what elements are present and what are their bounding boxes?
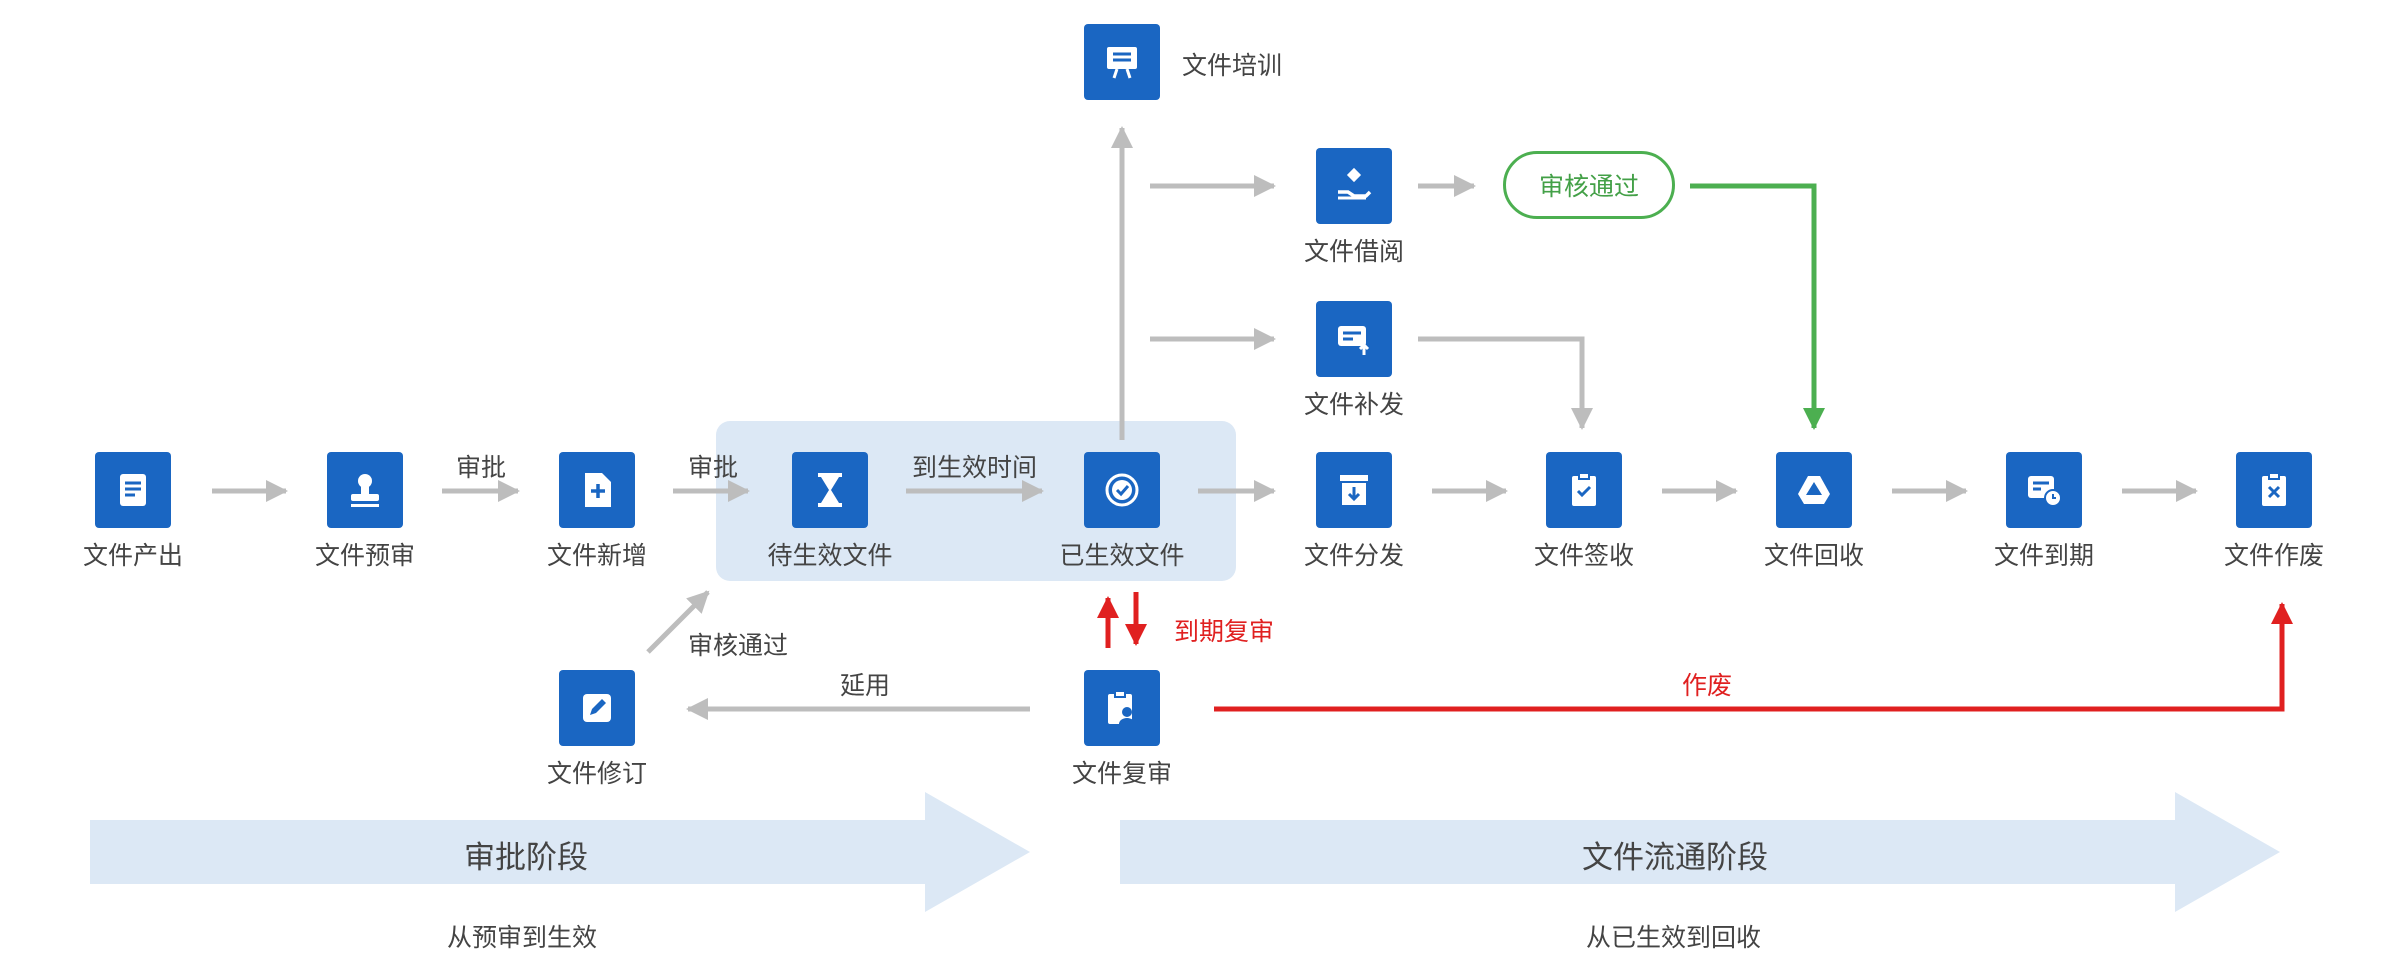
- node-add[interactable]: 文件新增: [517, 452, 677, 582]
- drive-icon: [1776, 452, 1852, 528]
- edge-pill-recycle: [1690, 183, 1825, 430]
- edge-label-approve-1: 审批: [456, 453, 507, 482]
- node-revise[interactable]: 文件修订: [517, 670, 677, 800]
- node-expire-label: 文件到期: [1993, 541, 2094, 570]
- circulation-stage-title: 文件流通阶段: [1582, 840, 1768, 876]
- node-expire[interactable]: 文件到期: [1964, 452, 2124, 582]
- pencil-icon: [559, 670, 635, 746]
- edge-rereview-void: [1214, 602, 2293, 712]
- node-distribute-label: 文件分发: [1303, 541, 1404, 570]
- clipboard-user-icon: [1084, 670, 1160, 746]
- edge-label-to-effective-time: 到生效时间: [912, 453, 1038, 482]
- edge-label-continue-use: 延用: [840, 671, 891, 700]
- whiteboard-icon: [1084, 24, 1160, 100]
- edge-revise-pending: [646, 590, 710, 654]
- calendar-clock-icon: [2006, 452, 2082, 528]
- node-training[interactable]: 文件培训: [1042, 24, 1282, 154]
- node-distribute[interactable]: 文件分发: [1274, 452, 1434, 582]
- circulation-stage-subtitle: 从已生效到回收: [1586, 923, 1762, 952]
- hand-give-icon: [1316, 148, 1392, 224]
- node-void-label: 文件作废: [2223, 541, 2324, 570]
- node-void[interactable]: 文件作废: [2194, 452, 2354, 582]
- hourglass-icon: [792, 452, 868, 528]
- node-reissue-label: 文件补发: [1303, 390, 1404, 419]
- node-reissue[interactable]: 文件补发: [1274, 301, 1434, 431]
- node-add-label: 文件新增: [546, 541, 647, 570]
- node-recycle-label: 文件回收: [1763, 541, 1864, 570]
- node-borrow[interactable]: 文件借阅: [1274, 148, 1434, 278]
- clipboard-check-icon: [1546, 452, 1622, 528]
- node-rereview-label: 文件复审: [1071, 759, 1172, 788]
- review-passed-pill: 审核通过: [1503, 151, 1675, 219]
- edge-reissue-signoff: [1418, 336, 1593, 430]
- node-effective[interactable]: 已生效文件: [1042, 452, 1202, 582]
- node-prereview-label: 文件预审: [314, 541, 415, 570]
- inbox-down-icon: [1316, 452, 1392, 528]
- node-output-label: 文件产出: [82, 541, 183, 570]
- node-effective-label: 已生效文件: [1059, 541, 1185, 570]
- upload-card-icon: [1316, 301, 1392, 377]
- refresh-check-icon: [1084, 452, 1160, 528]
- node-rereview[interactable]: 文件复审: [1042, 670, 1202, 800]
- approval-stage-title: 审批阶段: [464, 840, 588, 876]
- node-revise-label: 文件修订: [546, 759, 647, 788]
- file-plus-icon: [559, 452, 635, 528]
- node-pending[interactable]: 待生效文件: [750, 452, 910, 582]
- node-borrow-label: 文件借阅: [1303, 237, 1404, 266]
- node-signoff-label: 文件签收: [1533, 541, 1634, 570]
- node-training-label: 文件培训: [1182, 51, 1283, 80]
- node-signoff[interactable]: 文件签收: [1504, 452, 1664, 582]
- edge-label-approve-2: 审批: [688, 453, 739, 482]
- approval-stage-arrow: [90, 792, 1030, 912]
- circulation-stage-arrow: [1120, 792, 2280, 912]
- edge-label-void: 作废: [1682, 671, 1733, 700]
- node-recycle[interactable]: 文件回收: [1734, 452, 1894, 582]
- clipboard-x-icon: [2236, 452, 2312, 528]
- node-output[interactable]: 文件产出: [53, 452, 213, 582]
- node-prereview[interactable]: 文件预审: [285, 452, 445, 582]
- document-icon: [95, 452, 171, 528]
- edge-label-review-passed: 审核通过: [688, 631, 789, 660]
- stamp-icon: [327, 452, 403, 528]
- node-pending-label: 待生效文件: [767, 541, 893, 570]
- approval-stage-subtitle: 从预审到生效: [447, 923, 598, 952]
- edge-label-expiry-rereview: 到期复审: [1174, 617, 1275, 646]
